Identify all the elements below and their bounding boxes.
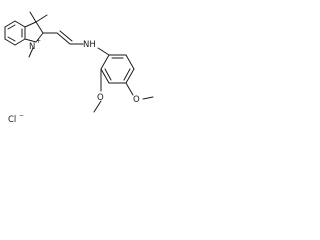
chloride-counterion-label: Cl: [8, 115, 16, 125]
gem-dimethyl: [29, 11, 48, 23]
chloride-negative-charge: −: [19, 112, 24, 119]
amine-nh-label: NH: [83, 40, 96, 50]
indolium-positive-charge: +: [36, 38, 41, 45]
indolium-nitrogen-label: N: [29, 42, 35, 52]
methoxy-2-oxygen-label: O: [97, 93, 104, 103]
indole-benzene-ring: [4, 20, 26, 46]
methoxy-4-bonds: [125, 82, 154, 100]
methoxy-2-bonds: [93, 68, 102, 113]
methoxy-4-oxygen-label: O: [133, 95, 140, 105]
amine-to-ring-bond: [97, 47, 110, 56]
indolium-five-ring: [24, 21, 44, 43]
dimethoxyphenyl-ring: [100, 54, 135, 84]
n-methyl: [28, 47, 34, 58]
vinyl-linker: [42, 30, 84, 45]
molecule-svg: N + NH O O Cl −: [4, 11, 154, 125]
chemical-structure-diagram: N + NH O O Cl −: [0, 0, 175, 128]
